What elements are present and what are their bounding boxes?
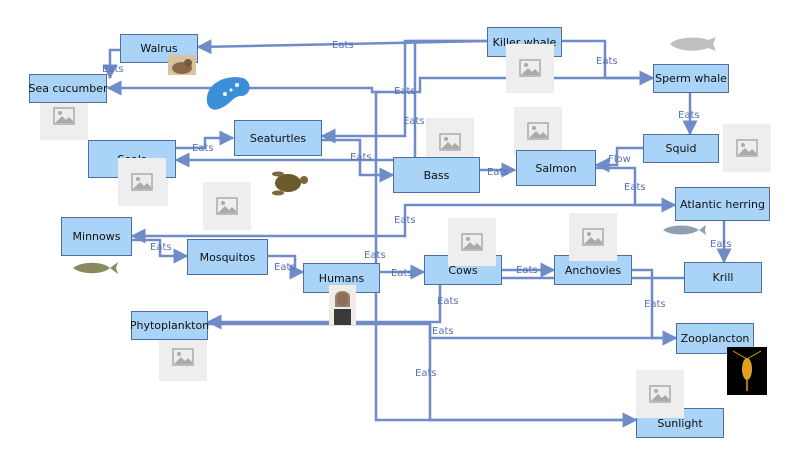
label-eats-16: Eats: [391, 268, 413, 279]
edge-seal-seaturtle: [176, 130, 235, 150]
label-eats-4: Eats: [394, 86, 416, 97]
label-eats-20: Eats: [432, 326, 454, 337]
image-placeholder-icon: [636, 370, 684, 418]
node-atlantic-herring[interactable]: Atlantic herring: [675, 187, 770, 221]
herring-image-icon: [663, 225, 706, 235]
image-placeholder-icon: [159, 333, 207, 381]
node-seaturtles[interactable]: Seaturtles: [234, 120, 322, 156]
label-eats-10: Eats: [624, 182, 646, 193]
node-squid[interactable]: Squid: [643, 134, 719, 163]
zooplankton-image-icon: [727, 347, 767, 395]
image-placeholder-icon: [448, 218, 496, 266]
node-salmon[interactable]: Salmon: [516, 150, 596, 186]
image-placeholder-icon: [203, 182, 251, 230]
label-eats-12: Eats: [710, 239, 732, 250]
label-eats-19: Eats: [644, 299, 666, 310]
edge-walrus-seacucumber: [102, 48, 120, 80]
sea-turtle-image-icon: [272, 171, 308, 196]
label-eats-5: Eats: [678, 110, 700, 121]
label-eats-14: Eats: [364, 250, 386, 261]
label-flow: Flow: [608, 154, 631, 165]
label-eats-8: Eats: [350, 152, 372, 163]
label-eats-2: Eats: [596, 56, 618, 67]
node-phytoplankton[interactable]: Phytoplankton: [130, 311, 209, 340]
human-photo-icon: [329, 285, 356, 325]
label-eats-18: Eats: [437, 296, 459, 307]
image-placeholder-icon: [118, 158, 166, 206]
label-eats-15: Eats: [274, 262, 296, 273]
label-eats-17: Eats: [516, 265, 538, 276]
label-eats-13: Eats: [150, 242, 172, 253]
node-mosquitos[interactable]: Mosquitos: [187, 239, 268, 275]
label-eats-3: Eats: [102, 64, 124, 75]
node-sperm-whale[interactable]: Sperm whale: [653, 64, 729, 93]
label-eats-6: Eats: [403, 116, 425, 127]
sperm-whale-image-icon: [670, 37, 716, 51]
node-sea-cucumber[interactable]: Sea cucumber: [29, 74, 108, 103]
image-placeholder-icon: [514, 107, 562, 155]
label-eats-7: Eats: [192, 143, 214, 154]
sea-cucumber-image-icon: [206, 77, 250, 110]
edge-spermwhale-seacucumber: [106, 76, 653, 96]
image-placeholder-icon: [723, 124, 771, 172]
label-eats-11: Eats: [394, 215, 416, 226]
node-krill[interactable]: Krill: [684, 262, 762, 293]
node-bass[interactable]: Bass: [393, 157, 480, 193]
edge-mosquitos-humans: [268, 254, 305, 280]
edge-phyto-sunlight: [428, 324, 638, 428]
label-eats-9: Eats: [487, 167, 509, 178]
label-eats-21: Eats: [415, 368, 437, 379]
edge-minnows-mosquitos: [132, 238, 189, 264]
edge-squid-salmon: [594, 146, 643, 173]
walrus-image-icon: [168, 55, 196, 75]
edge-killerwhale-seal: [174, 39, 488, 168]
image-placeholder-icon: [506, 44, 554, 92]
minnow-image-icon: [73, 262, 118, 274]
node-minnows[interactable]: Minnows: [61, 217, 132, 256]
edge-herring-minnows: [130, 203, 675, 244]
image-placeholder-icon: [569, 213, 617, 261]
label-eats-1: Eats: [332, 40, 354, 51]
